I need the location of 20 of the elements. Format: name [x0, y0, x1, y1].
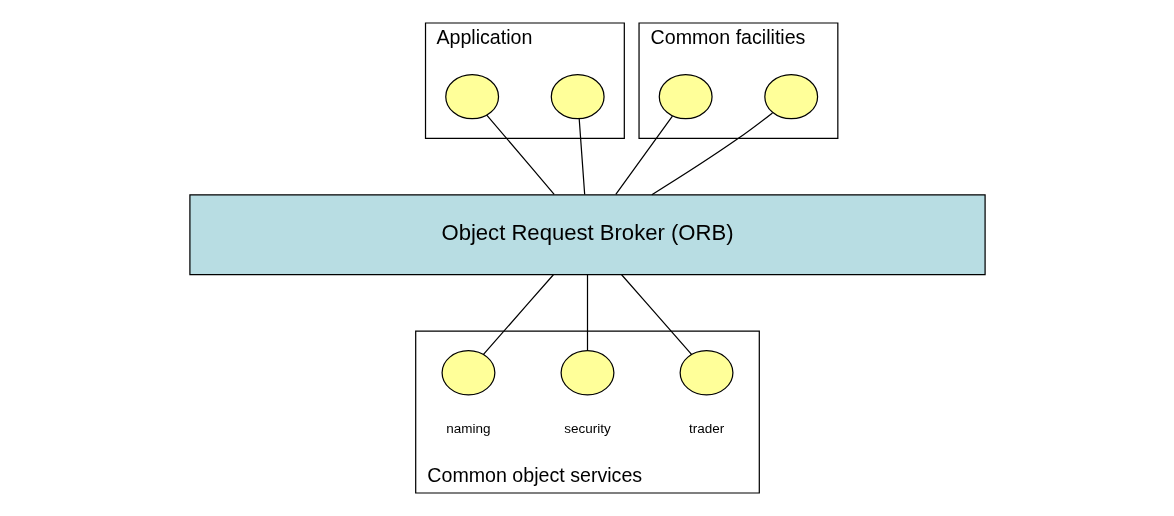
cluster: Application: [424, 22, 625, 139]
connector: [485, 114, 555, 195]
node-circle: [763, 73, 818, 120]
node-circle: [560, 350, 614, 396]
node-circle: [679, 350, 734, 396]
node-circle: [440, 350, 495, 396]
node-label: naming: [445, 420, 491, 436]
connector: [650, 112, 773, 196]
node-box: Object Request Broker (ORB): [188, 194, 986, 276]
connector: [620, 274, 692, 355]
node-label: security: [563, 420, 611, 436]
connector: [614, 115, 673, 195]
node-circle: [658, 73, 713, 120]
cluster: Common facilities: [637, 22, 838, 139]
connector: [578, 118, 585, 196]
connector: [586, 274, 588, 351]
connector: [482, 274, 554, 355]
node-circle: [444, 73, 499, 120]
node-label: trader: [688, 420, 724, 436]
node-circle: [550, 73, 605, 120]
